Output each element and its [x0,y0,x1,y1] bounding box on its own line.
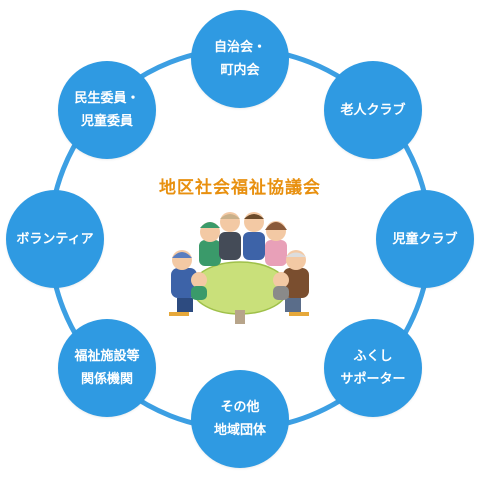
member-node-jichikai: 自治会・ 町内会 [191,10,289,108]
node-label: 町内会 [220,63,260,78]
member-node-minsei-iin: 民生委員・ 児童委員 [58,61,156,159]
person-front-left [169,250,197,316]
node-label: 児童クラブ [392,231,458,247]
node-label: 関係機関 [80,372,133,387]
diagram-title: 地区社会福祉協議会 [159,178,321,198]
meeting-illustration [169,212,309,324]
person-back-center-left [219,212,241,260]
member-node-other-groups: その他 地域団体 [191,370,289,468]
node-label: ボランティア [16,231,94,247]
member-node-volunteer: ボランティア [6,190,104,288]
person-front-mid-left [191,272,207,300]
node-label: サポーター [340,372,406,387]
member-node-fukushi-supporter: ふくし サポーター [324,319,422,417]
round-table [191,261,289,315]
node-label: 民生委員・ [74,91,140,106]
table-leg [235,310,245,324]
node-label: 老人クラブ [340,102,406,118]
node-label: その他 [220,400,260,415]
node-label: 福祉施設等 [74,349,140,364]
node-label: ふくし [353,349,393,364]
member-node-rojin-club: 老人クラブ [324,61,422,159]
person-front-right [283,250,309,316]
member-node-jido-club: 児童クラブ [376,190,474,288]
member-node-welfare-facilities: 福祉施設等 関係機関 [58,319,156,417]
node-label: 地域団体 [213,423,266,438]
person-front-mid-right [273,272,289,300]
node-label: 自治会・ [213,40,266,55]
person-back-left [199,222,221,266]
person-back-right [265,221,287,266]
person-back-center-right [243,212,265,260]
node-label: 児童委員 [80,114,133,129]
